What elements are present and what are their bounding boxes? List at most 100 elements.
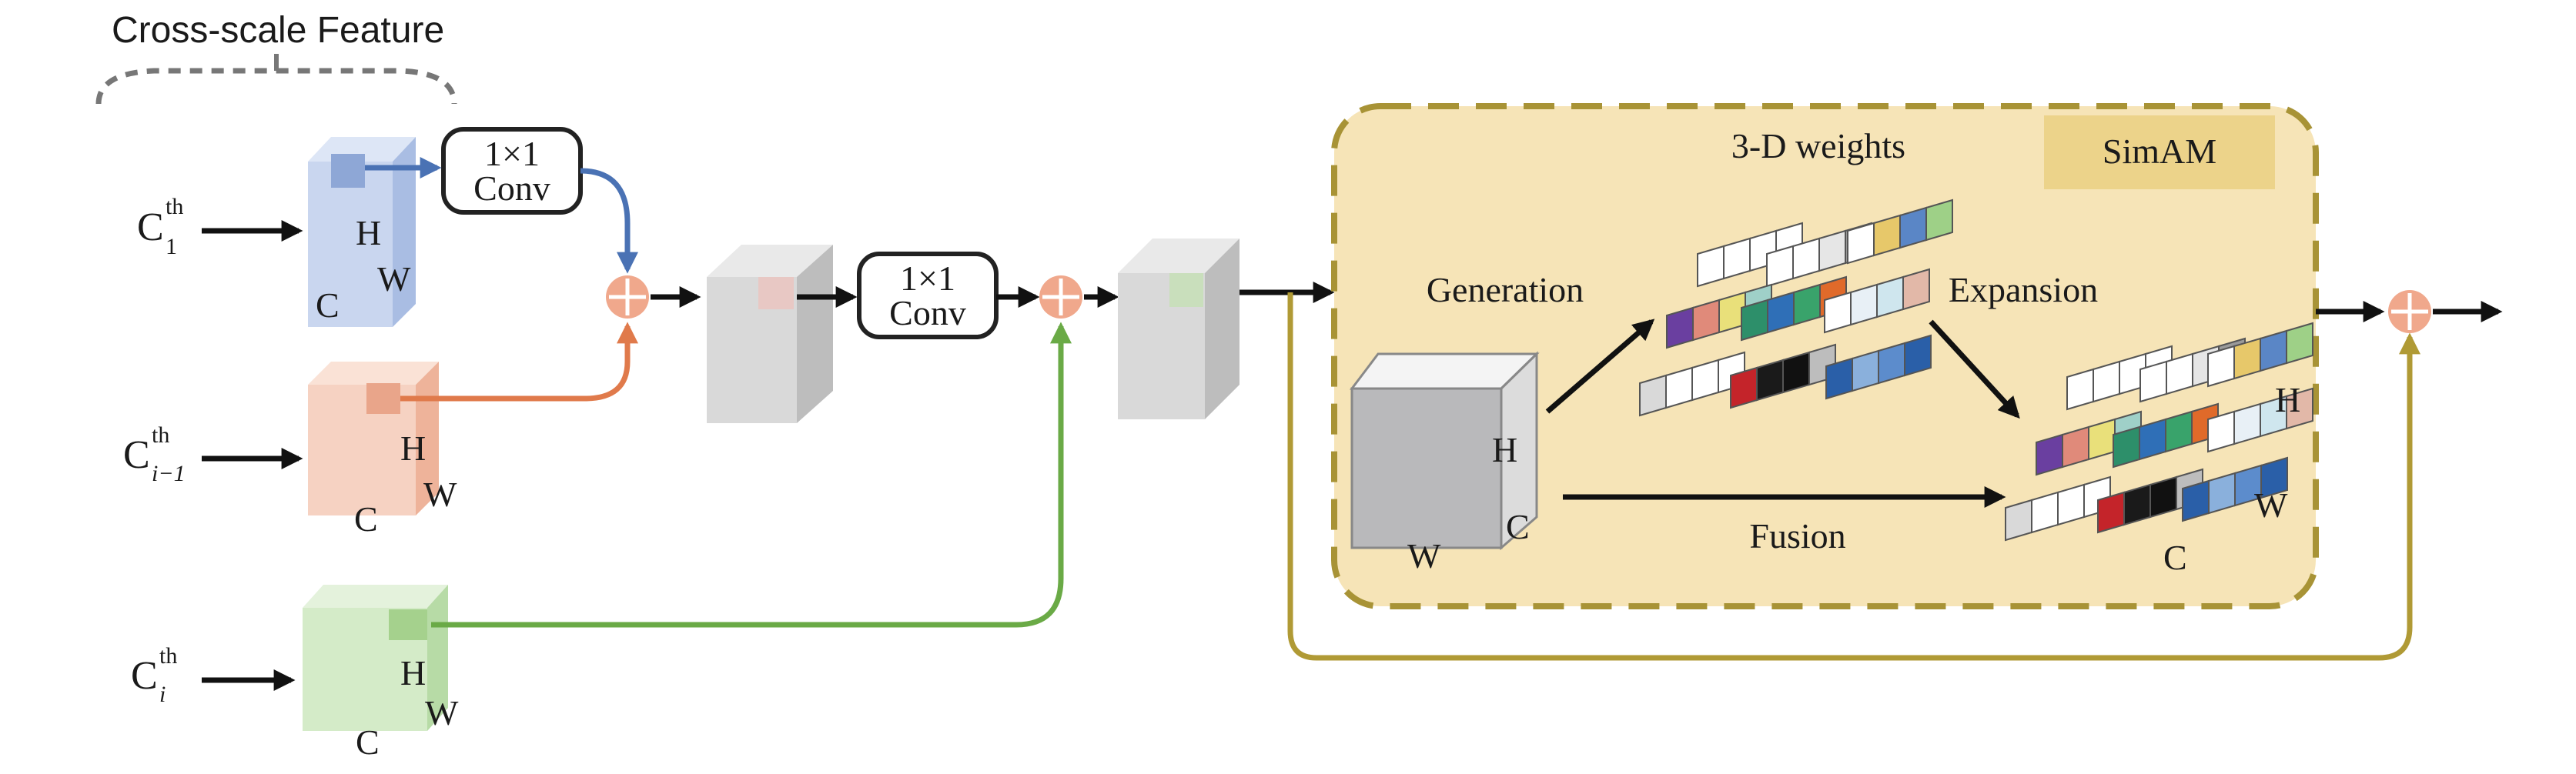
add-node-1	[606, 275, 649, 319]
svg-text:i−1: i−1	[152, 461, 186, 486]
weight-strip-1-cell	[1697, 245, 1725, 288]
skip-connection	[1287, 292, 2420, 661]
expanded-strip-9-cell	[2182, 479, 2210, 522]
weights-3d-group	[1639, 199, 1953, 417]
weight-strip-2-cell	[1766, 245, 1794, 288]
weight-strip-3-cell	[1847, 222, 1875, 265]
expanded-strip-1-cell	[2066, 368, 2094, 411]
expanded-strip-7-cell	[2005, 499, 2032, 542]
svg-text:1×1: 1×1	[484, 134, 540, 173]
cross-scale-bracket	[95, 68, 457, 105]
expanded-strip-2-cell	[2166, 352, 2193, 395]
weight-strip-4-cell	[1692, 299, 1720, 342]
conv-box-1: 1×1 Conv	[441, 127, 583, 215]
svg-text:th: th	[159, 643, 177, 669]
svg-text:Conv: Conv	[889, 293, 966, 332]
expanded-strip-1-cell	[2093, 360, 2120, 403]
expansion-label: Expansion	[1949, 270, 2098, 309]
svg-text:W: W	[377, 259, 411, 299]
expanded-strip-8-cell	[2149, 475, 2177, 519]
feature-cube-ci: H W C	[303, 585, 459, 762]
svg-text:C: C	[356, 722, 380, 762]
expanded-strip-3-cell	[2207, 345, 2235, 388]
expanded-strip-5-cell	[2113, 425, 2140, 469]
cube-ci-cell	[389, 609, 427, 640]
intermediate-cube-1	[707, 245, 833, 423]
cube-c1-cell	[331, 154, 365, 188]
weight-strip-3-cell	[1899, 206, 1927, 249]
generation-label: Generation	[1427, 270, 1584, 309]
svg-text:W: W	[2254, 485, 2288, 525]
svg-text:W: W	[425, 693, 459, 732]
expansion-arrow	[1929, 319, 2020, 419]
svg-text:C: C	[131, 654, 158, 698]
expanded-strip-5-cell	[2139, 418, 2166, 461]
svg-text:1×1: 1×1	[900, 259, 955, 298]
simam-input-cube: H C W	[1349, 351, 1540, 575]
weight-strip-5-cell	[1741, 299, 1768, 342]
expanded-strip-4-cell	[2036, 433, 2063, 476]
svg-text:C: C	[123, 433, 150, 477]
simam-panel: SimAM 3-D weights Generation Expansion F…	[1331, 103, 2319, 609]
weight-strip-7-cell	[1691, 359, 1719, 402]
add-node-3	[2388, 290, 2431, 333]
expanded-strip-3-cell	[2233, 337, 2261, 380]
conv-box-2: 1×1 Conv	[857, 252, 999, 339]
simam-badge	[2044, 115, 2275, 189]
weights-label: 3-D weights	[1731, 126, 1905, 165]
expanded-strip-6-cell	[2286, 387, 2313, 430]
expanded-strip-7-cell	[2057, 483, 2085, 526]
svg-text:C: C	[2163, 538, 2187, 577]
expanded-strip-9-cell	[2208, 472, 2236, 515]
weight-strip-2-cell	[1818, 229, 1846, 272]
weight-strip-9-cell	[1904, 334, 1932, 377]
fusion-label: Fusion	[1749, 516, 1845, 555]
input-label-c1: C th 1	[137, 194, 183, 259]
svg-text:C: C	[137, 205, 164, 249]
weight-strip-1-cell	[1723, 237, 1751, 280]
svg-text:H: H	[356, 213, 381, 252]
svg-text:H: H	[2275, 380, 2300, 419]
weight-strip-5-cell	[1793, 283, 1821, 326]
svg-text:th: th	[152, 422, 169, 448]
weight-strip-6-cell	[1824, 291, 1852, 334]
svg-text:C: C	[354, 499, 378, 539]
svg-text:H: H	[400, 653, 426, 692]
weight-strip-3-cell	[1873, 214, 1901, 257]
intermediate-cube-2	[1118, 239, 1239, 419]
expanded-strip-8-cell	[2123, 483, 2151, 526]
weights-expanded-group	[2005, 322, 2313, 542]
expanded-strip-2-cell	[2139, 360, 2167, 403]
svg-text:W: W	[423, 475, 457, 514]
svg-text:W: W	[1407, 536, 1441, 575]
blue-arrow-from-conv	[580, 168, 638, 274]
svg-text:1: 1	[166, 234, 177, 259]
expanded-strip-8-cell	[2097, 491, 2125, 534]
input-label-ci-1: C th i−1	[123, 422, 186, 486]
svg-text:H: H	[400, 429, 426, 468]
green-arrow-to-add2	[431, 322, 1072, 628]
weight-strip-6-cell	[1902, 268, 1930, 311]
weight-strip-9-cell	[1878, 342, 1905, 385]
weight-strip-7-cell	[1665, 366, 1693, 409]
weight-strip-6-cell	[1850, 283, 1878, 326]
expanded-strip-9-cell	[2260, 456, 2288, 499]
weight-strip-2-cell	[1792, 237, 1820, 280]
expanded-strip-4-cell	[2062, 425, 2089, 469]
weight-strip-7-cell	[1639, 374, 1667, 417]
generation-arrow	[1545, 319, 1655, 414]
expanded-strip-6-cell	[2207, 410, 2235, 453]
svg-text:C: C	[1506, 507, 1530, 546]
expanded-strip-3-cell	[2260, 329, 2287, 372]
weight-strip-5-cell	[1767, 291, 1795, 334]
weight-strip-4-cell	[1666, 306, 1694, 349]
cross-scale-feature-label: Cross-scale Feature	[112, 10, 444, 51]
svg-text:Conv: Conv	[473, 168, 550, 208]
weight-strip-9-cell	[1825, 357, 1853, 400]
gray-cube-1-cell	[758, 277, 794, 309]
add-node-2	[1039, 275, 1082, 319]
feature-cube-ci-1: H W C	[308, 362, 457, 539]
cube-ci-1-cell	[366, 383, 400, 414]
weight-strip-9-cell	[1852, 349, 1879, 392]
